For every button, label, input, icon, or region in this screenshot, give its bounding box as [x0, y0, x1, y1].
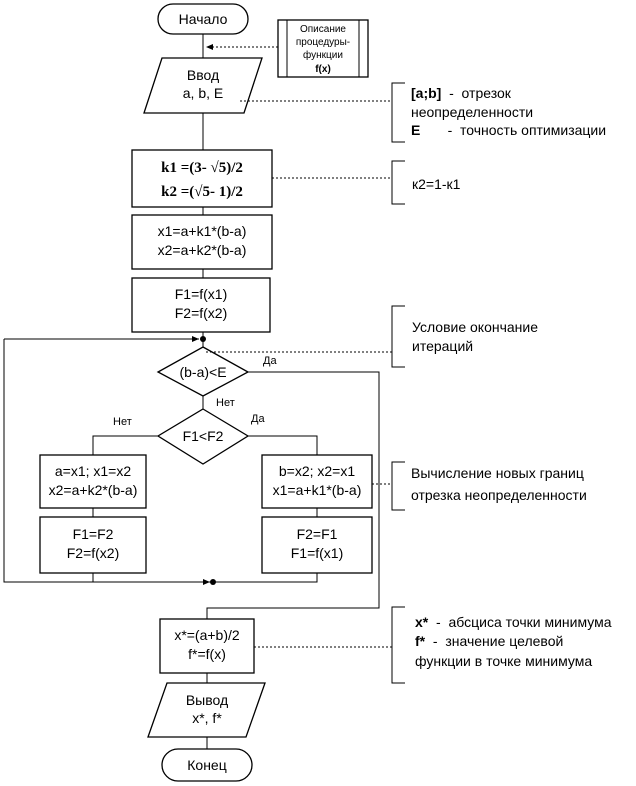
- left-update-block: a=x1; x1=x2 x2=a+k2*(b-a): [39, 454, 147, 509]
- comment-result-line-1: x* - абсциса точки минимума: [415, 614, 612, 630]
- right-update-line-2: x1=a+k1*(b-a): [273, 482, 362, 498]
- comment-result-line-2: f* - значение целевой: [415, 633, 563, 649]
- input-title: Ввод: [187, 67, 219, 83]
- right-f-block: F2=F1 F1=f(x1): [261, 516, 373, 574]
- left-f-line-1: F1=F2: [73, 526, 114, 542]
- compare-decision: F1<F2: [156, 408, 250, 465]
- comment-interval-line-3: E - точность оптимизации: [411, 122, 606, 138]
- right-update-line-1: b=x2; x2=x1: [279, 463, 355, 479]
- f1-formula: F1=f(x1): [175, 286, 228, 302]
- comment-stop-condition: Условие окончание итераций: [206, 305, 538, 368]
- k-calc-block: k1 =(3- √5)/2 k2 =(√5- 1)/2: [131, 149, 273, 208]
- comment-interval: [a;b] - отрезок неопределенности E - точ…: [240, 82, 606, 143]
- x2-formula: x2=a+k2*(b-a): [158, 242, 247, 258]
- result-line-1: x*=(a+b)/2: [174, 627, 240, 643]
- output-vars: x*, f*: [192, 710, 222, 726]
- input-block: Ввод a, b, E: [143, 57, 263, 114]
- result-block: x*=(a+b)/2 f*=f(x): [159, 618, 255, 674]
- x-calc-block: x1=a+k1*(b-a) x2=a+k2*(b-a): [131, 214, 273, 270]
- loop-condition-label: (b-a)<E: [179, 364, 226, 380]
- left-f-block: F1=F2 F2=f(x2): [39, 516, 147, 574]
- input-vars: a, b, E: [183, 85, 223, 101]
- output-block: Вывод x*, f*: [147, 682, 266, 738]
- merge-junction-dot: [210, 579, 216, 585]
- loop-condition-decision: (b-a)<E: [156, 346, 250, 397]
- procedure-line-1: Описание: [300, 24, 346, 35]
- connectors: [3, 34, 380, 749]
- f-calc-block: F1=f(x1) F2=f(x2): [131, 277, 271, 333]
- left-update-line-1: a=x1; x1=x2: [55, 463, 131, 479]
- comment-interval-line-2: неопределенности: [411, 104, 533, 120]
- right-f-line-1: F2=F1: [297, 526, 338, 542]
- left-f-line-2: F2=f(x2): [67, 545, 120, 561]
- end-terminator: Конец: [161, 748, 253, 782]
- comment-result-line-3: функции в точке минимума: [415, 653, 592, 669]
- procedure-line-3: функции: [303, 49, 343, 61]
- start-label: Начало: [179, 11, 228, 27]
- compare-label: F1<F2: [183, 428, 224, 444]
- loop-junction-dot: [200, 336, 206, 342]
- output-title: Вывод: [186, 692, 228, 708]
- x1-formula: x1=a+k1*(b-a): [158, 223, 247, 239]
- start-terminator: Начало: [157, 3, 249, 35]
- end-label: Конец: [187, 757, 226, 773]
- comment-k2-text: к2=1-к1: [412, 176, 461, 192]
- comment-stop-line-1: Условие окончание: [412, 319, 538, 335]
- comment-stop-line-2: итераций: [412, 338, 473, 354]
- comment-bounds-line-1: Вычисление новых границ: [411, 465, 584, 481]
- loop-yes-label: Да: [263, 355, 277, 367]
- procedure-block: Описание процедуры- функции f(x): [277, 19, 369, 78]
- compare-yes-label: Да: [251, 413, 265, 425]
- f2-formula: F2=f(x2): [175, 305, 228, 321]
- comment-new-bounds: Вычисление новых границ отрезка неопреде…: [372, 461, 587, 511]
- comment-interval-line-1: [a;b] - отрезок: [411, 85, 512, 101]
- right-update-block: b=x2; x2=x1 x1=a+k1*(b-a): [261, 454, 373, 509]
- left-update-line-2: x2=a+k2*(b-a): [49, 482, 138, 498]
- result-line-2: f*=f(x): [188, 646, 226, 662]
- k1-formula: k1 =(3- √5)/2: [161, 160, 243, 176]
- right-f-line-2: F1=f(x1): [291, 545, 344, 561]
- loop-no-label: Нет: [216, 397, 235, 409]
- compare-no-label: Нет: [113, 416, 132, 428]
- procedure-line-4: f(x): [315, 64, 331, 75]
- comment-result: x* - абсциса точки минимума f* - значени…: [254, 606, 612, 684]
- k2-formula: k2 =(√5- 1)/2: [161, 184, 243, 200]
- procedure-line-2: процедуры-: [296, 37, 350, 48]
- comment-k2: к2=1-к1: [272, 160, 461, 205]
- comment-bounds-line-2: отрезка неопределенности: [411, 487, 587, 503]
